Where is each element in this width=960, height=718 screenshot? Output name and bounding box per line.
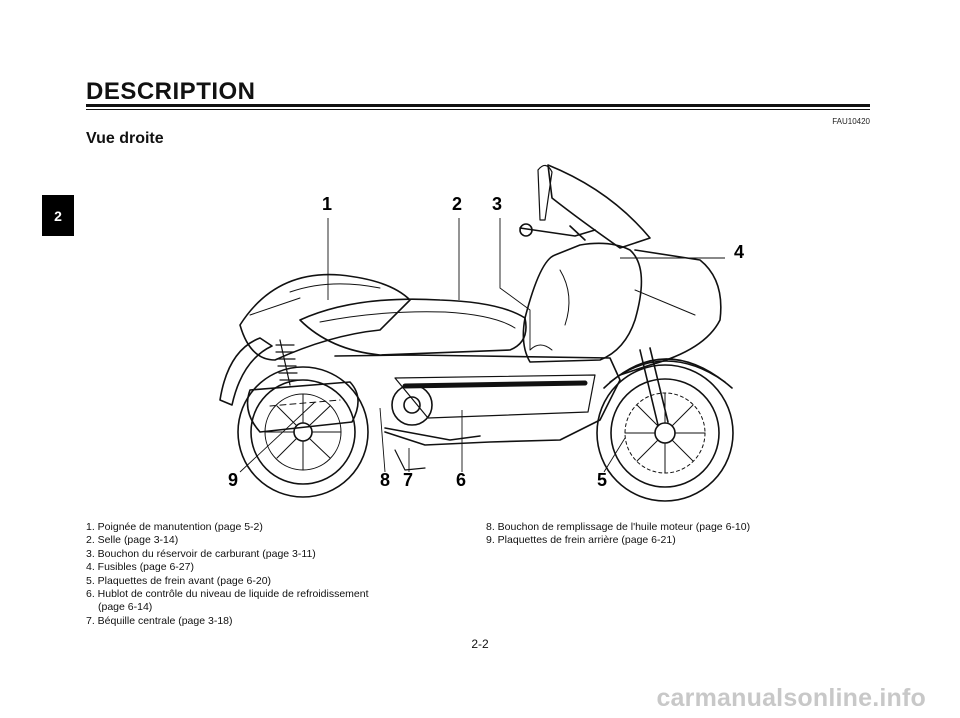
legend-item: 1. Poignée de manutention (page 5-2) — [86, 521, 263, 533]
callout-1: 1 — [322, 194, 332, 214]
legend-item: 4. Fusibles (page 6-27) — [86, 561, 194, 574]
legend-item: 9. Plaquettes de frein arrière (page 6-2… — [486, 534, 676, 547]
legend-right: 8. Bouchon de remplissage de l'huile mot… — [486, 521, 846, 548]
legend-item: 6. Hublot de contrôle du niveau de liqui… — [86, 588, 369, 601]
legend-item: 8. Bouchon de remplissage de l'huile mot… — [486, 521, 751, 533]
page-number: 2-2 — [471, 637, 489, 651]
legend-item: 3. Bouchon du réservoir de carburant (pa… — [86, 547, 316, 560]
legend-left: 1. Poignée de manutention (page 5-2) 2. … — [86, 521, 446, 628]
legend-item: 2. Selle (page 3-14) — [86, 534, 179, 547]
document-code: FAU10420 — [832, 117, 870, 126]
callout-8: 8 — [380, 470, 390, 490]
header-rule-thin — [86, 109, 870, 110]
chapter-tab: 2 — [42, 195, 74, 236]
page-subtitle: Vue droite — [86, 130, 164, 147]
legend-item: 7. Béquille centrale (page 3-18) — [86, 614, 233, 627]
legend-item-continuation: (page 6-14) — [86, 601, 446, 614]
callout-7: 7 — [403, 470, 413, 490]
callout-6: 6 — [456, 470, 466, 490]
rear-wheel — [237, 366, 369, 498]
legend-item: 5. Plaquettes de frein avant (page 6-20) — [86, 574, 272, 587]
legend-item-page-ref: (page 6-14) — [98, 601, 153, 614]
callout-5: 5 — [597, 470, 607, 490]
callout-3: 3 — [492, 194, 502, 214]
header-rule — [86, 104, 870, 107]
callout-2: 2 — [452, 194, 462, 214]
callout-9: 9 — [228, 470, 238, 490]
section-title: DESCRIPTION — [86, 78, 256, 105]
callout-4: 4 — [734, 242, 744, 262]
watermark: carmanualsonline.info — [656, 684, 926, 712]
scooter-illustration: 1 2 3 4 5 6 7 8 9 — [219, 164, 744, 502]
